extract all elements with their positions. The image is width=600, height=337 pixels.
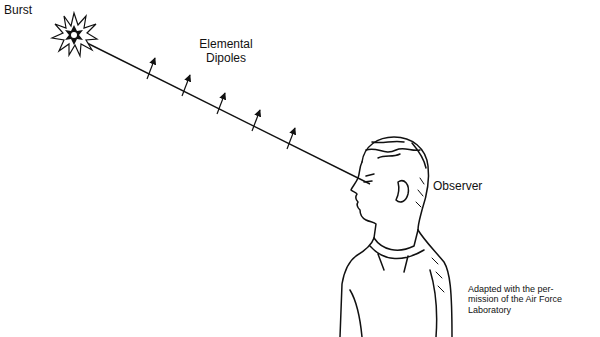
body-folds bbox=[350, 270, 437, 337]
head-outline bbox=[362, 137, 429, 230]
dipole-arrow bbox=[252, 110, 260, 131]
burst-center bbox=[71, 32, 77, 38]
observer-label: Observer bbox=[433, 180, 482, 194]
dipole-arrow bbox=[182, 75, 190, 96]
dipole-arrow bbox=[287, 128, 295, 149]
credit-note: Adapted with the per- mission of the Air… bbox=[468, 284, 578, 315]
shading bbox=[416, 178, 444, 292]
ear bbox=[396, 181, 408, 202]
observer-figure bbox=[340, 137, 452, 337]
eye-brow bbox=[364, 174, 374, 182]
dipole-arrow bbox=[217, 93, 225, 114]
burst-outline bbox=[52, 13, 97, 56]
hair-lines bbox=[366, 141, 426, 168]
dipole-label: Elemental Dipoles bbox=[194, 38, 258, 66]
line-of-sight bbox=[75, 37, 370, 184]
burst-symbol bbox=[52, 13, 97, 56]
burst-core bbox=[65, 25, 83, 45]
dipole-arrow bbox=[147, 58, 155, 79]
burst-label: Burst bbox=[4, 4, 32, 18]
back-shoulder bbox=[418, 230, 452, 337]
collar bbox=[370, 230, 424, 272]
dipole-arrows bbox=[147, 58, 295, 149]
face-profile bbox=[351, 162, 376, 238]
front-shoulder bbox=[340, 238, 374, 337]
